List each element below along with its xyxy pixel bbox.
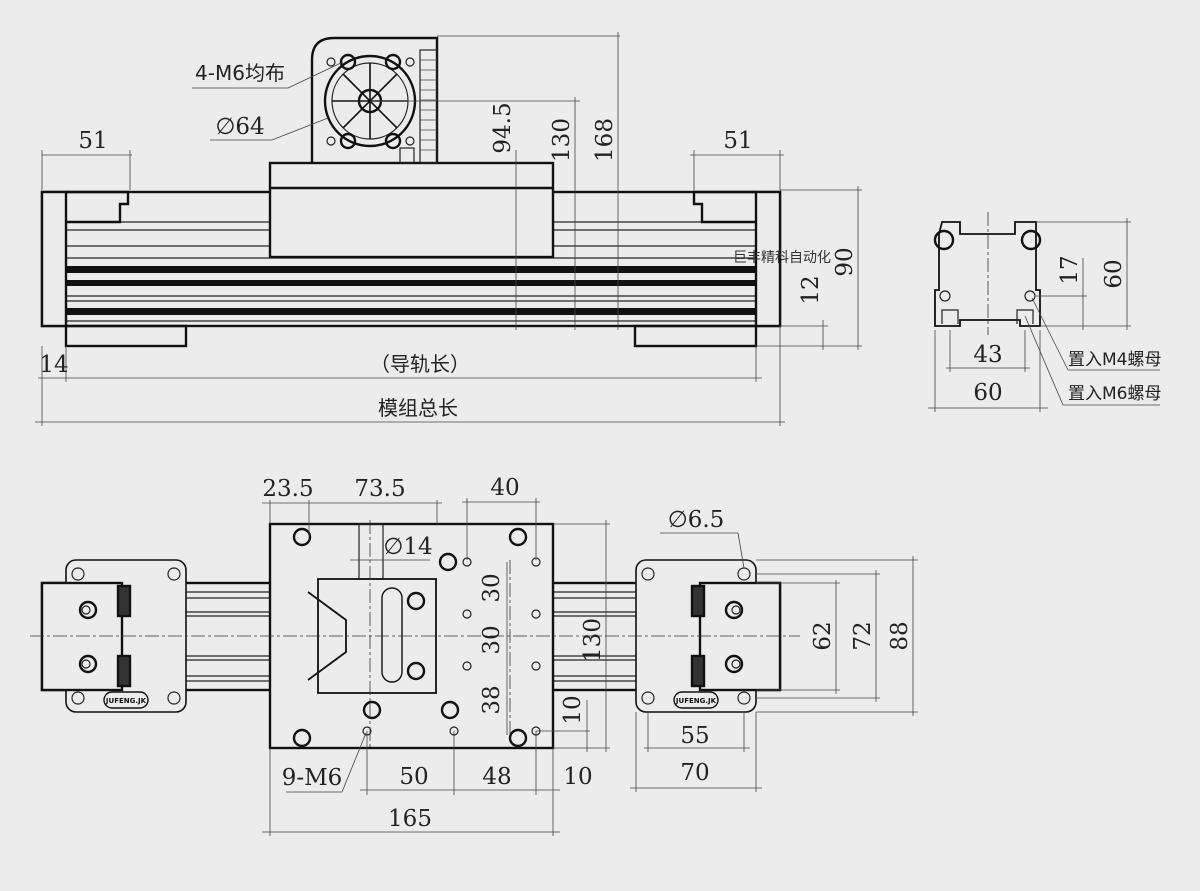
label-module-length: 模组总长 bbox=[378, 396, 458, 420]
dim-70: 70 bbox=[680, 760, 709, 786]
dim-72: 72 bbox=[850, 621, 876, 650]
rail-body bbox=[40, 190, 782, 348]
dim-60-width: 60 bbox=[973, 380, 1002, 406]
dim-94-5: 94.5 bbox=[490, 102, 516, 153]
dim-10-vertical: 10 bbox=[560, 695, 586, 724]
profile-view: 17 60 43 60 置入M4螺母 置入M6螺母 bbox=[928, 212, 1161, 412]
dim-30b: 30 bbox=[479, 625, 505, 654]
dim-12: 12 bbox=[798, 275, 824, 304]
dim-43: 43 bbox=[973, 342, 1002, 368]
logo-right: JUFENG.JK bbox=[675, 697, 717, 705]
dim-30a: 30 bbox=[479, 573, 505, 602]
dim-50: 50 bbox=[399, 764, 428, 790]
dim-14: 14 bbox=[39, 352, 68, 378]
dim-130: 130 bbox=[580, 618, 606, 662]
dim-60-height: 60 bbox=[1101, 259, 1127, 288]
label-motor-holes: 4-M6均布 bbox=[195, 61, 285, 85]
dim-130: 130 bbox=[549, 118, 575, 162]
dim-90: 90 bbox=[832, 247, 858, 276]
watermark: 巨丰精科自动化 bbox=[733, 250, 831, 266]
top-view: JUFENG.JK JUFENG.JK bbox=[30, 475, 918, 836]
dim-38: 38 bbox=[479, 685, 505, 714]
label-9-m6: 9-M6 bbox=[282, 765, 343, 791]
dim-48: 48 bbox=[482, 764, 511, 790]
carriage bbox=[268, 161, 555, 259]
dim-left-bracket: 51 bbox=[78, 128, 107, 154]
front-view: 51 51 4-M6均布 ∅64 94.5 130 168 90 12 14 （… bbox=[35, 32, 862, 426]
logo-left: JUFENG.JK bbox=[105, 697, 147, 705]
label-rail-length: （导轨长） bbox=[370, 352, 470, 376]
motor bbox=[310, 36, 439, 164]
dim-23-5: 23.5 bbox=[262, 476, 313, 502]
dim-62: 62 bbox=[810, 621, 836, 650]
dim-10-horizontal: 10 bbox=[563, 764, 592, 790]
dim-17: 17 bbox=[1057, 255, 1083, 284]
dim-shaft-dia: ∅14 bbox=[383, 534, 432, 560]
dim-73-5: 73.5 bbox=[354, 476, 405, 502]
dim-40: 40 bbox=[490, 475, 519, 501]
label-motor-dia: ∅64 bbox=[215, 114, 264, 140]
front-dimension-lines bbox=[35, 32, 862, 426]
dim-168: 168 bbox=[592, 118, 618, 162]
dim-hole-dia: ∅6.5 bbox=[668, 507, 725, 533]
label-m6-nut: 置入M6螺母 bbox=[1068, 384, 1161, 404]
label-m4-nut: 置入M4螺母 bbox=[1068, 350, 1161, 370]
dim-165: 165 bbox=[388, 806, 432, 832]
top-dimension-lines bbox=[262, 498, 918, 836]
dim-88: 88 bbox=[887, 621, 913, 650]
dim-55: 55 bbox=[680, 723, 709, 749]
dim-right-bracket: 51 bbox=[723, 128, 752, 154]
